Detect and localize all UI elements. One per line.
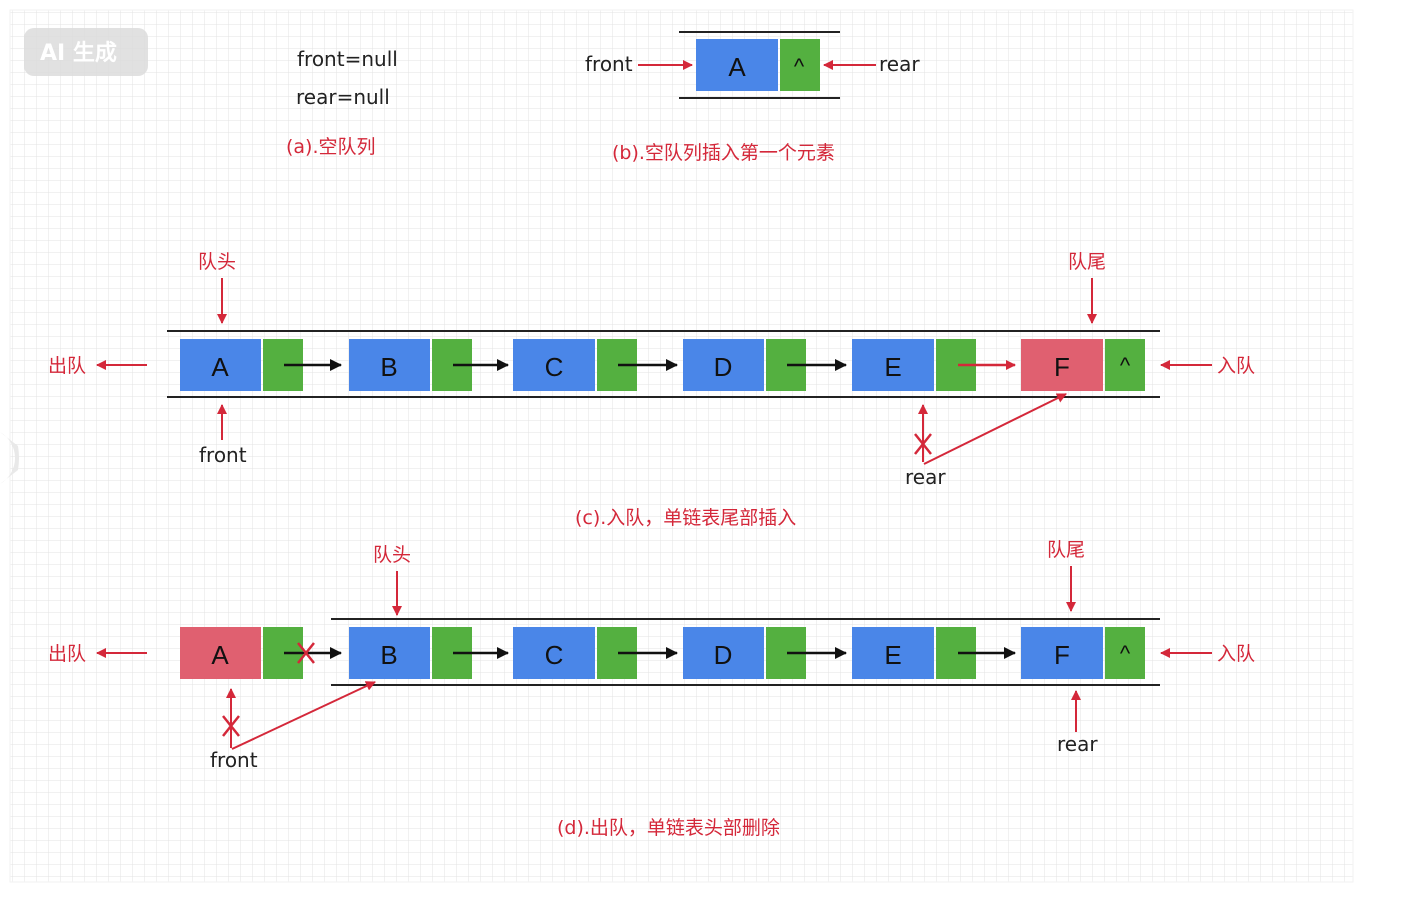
caption-b: (b).空队列插入第一个元素 bbox=[612, 142, 835, 164]
rear-label: rear bbox=[1057, 732, 1098, 756]
enqueue-label: 入队 bbox=[1217, 355, 1255, 377]
node-e-data bbox=[852, 627, 934, 679]
node-a-next bbox=[780, 39, 820, 91]
panel-c: A B C D E F ^ 队头 队尾 出队 入队 front rear (c)… bbox=[48, 251, 1255, 529]
watermark-text: AI 生成 bbox=[40, 41, 117, 66]
node-b-label: B bbox=[380, 640, 397, 670]
node-b-label: B bbox=[380, 352, 397, 382]
node-b-data bbox=[349, 627, 430, 679]
cross-mark-icon bbox=[222, 715, 240, 737]
node-d-data bbox=[683, 627, 764, 679]
front-null-text: front=null bbox=[297, 47, 398, 71]
node-b-data bbox=[349, 339, 430, 391]
null-mark: ^ bbox=[1120, 353, 1131, 378]
node-d-data bbox=[683, 339, 764, 391]
null-mark: ^ bbox=[794, 54, 805, 79]
null-mark: ^ bbox=[1120, 641, 1131, 666]
node-c-data bbox=[513, 339, 595, 391]
node-e-data bbox=[852, 339, 934, 391]
dequeue-label: 出队 bbox=[48, 643, 86, 665]
new-front-arrow bbox=[231, 681, 376, 750]
node-f-label: F bbox=[1054, 352, 1070, 382]
tail-label: 队尾 bbox=[1047, 539, 1085, 561]
node-f-data bbox=[1021, 627, 1103, 679]
side-tab bbox=[0, 432, 19, 484]
caption-c: (c).入队，单链表尾部插入 bbox=[575, 507, 796, 529]
front-label: front bbox=[199, 443, 247, 467]
head-label: 队头 bbox=[373, 544, 411, 566]
node-d-label: D bbox=[714, 352, 733, 382]
enqueue-label: 入队 bbox=[1217, 643, 1255, 665]
panel-a: front=null rear=null (a).空队列 bbox=[286, 47, 398, 158]
rear-null-text: rear=null bbox=[296, 85, 390, 109]
new-rear-arrow bbox=[923, 393, 1067, 465]
node-a-label: A bbox=[728, 52, 746, 82]
front-label: front bbox=[585, 52, 633, 76]
node-d-label: D bbox=[714, 640, 733, 670]
node-f-data bbox=[1021, 339, 1103, 391]
node-a-label: A bbox=[211, 352, 229, 382]
node-c-label: C bbox=[545, 640, 564, 670]
cross-mark-icon bbox=[297, 642, 315, 664]
node-c-label: C bbox=[545, 352, 564, 382]
node-e-label: E bbox=[884, 352, 901, 382]
node-f-next bbox=[1105, 627, 1145, 679]
front-label: front bbox=[210, 748, 258, 772]
node-f-label: F bbox=[1054, 640, 1070, 670]
node-a-data bbox=[180, 339, 261, 391]
tail-label: 队尾 bbox=[1068, 251, 1106, 273]
node-e-label: E bbox=[884, 640, 901, 670]
node-a-data bbox=[696, 39, 778, 91]
panel-d: A B C D E F ^ 队头 队尾 出队 入队 front rear (d)… bbox=[48, 539, 1255, 839]
cross-mark-icon bbox=[914, 433, 932, 455]
caption-a: (a).空队列 bbox=[286, 136, 376, 158]
rear-label: rear bbox=[879, 52, 920, 76]
node-f-next bbox=[1105, 339, 1145, 391]
rear-label: rear bbox=[905, 465, 946, 489]
panel-b: A ^ front rear (b).空队列插入第一个元素 bbox=[585, 31, 920, 164]
head-label: 队头 bbox=[198, 251, 236, 273]
watermark-badge bbox=[24, 28, 148, 76]
node-a-data bbox=[180, 627, 261, 679]
node-a-label: A bbox=[211, 640, 229, 670]
caption-d: (d).出队，单链表头部删除 bbox=[557, 817, 780, 839]
grid-background bbox=[10, 10, 1353, 882]
dequeue-label: 出队 bbox=[48, 355, 86, 377]
node-c-data bbox=[513, 627, 595, 679]
